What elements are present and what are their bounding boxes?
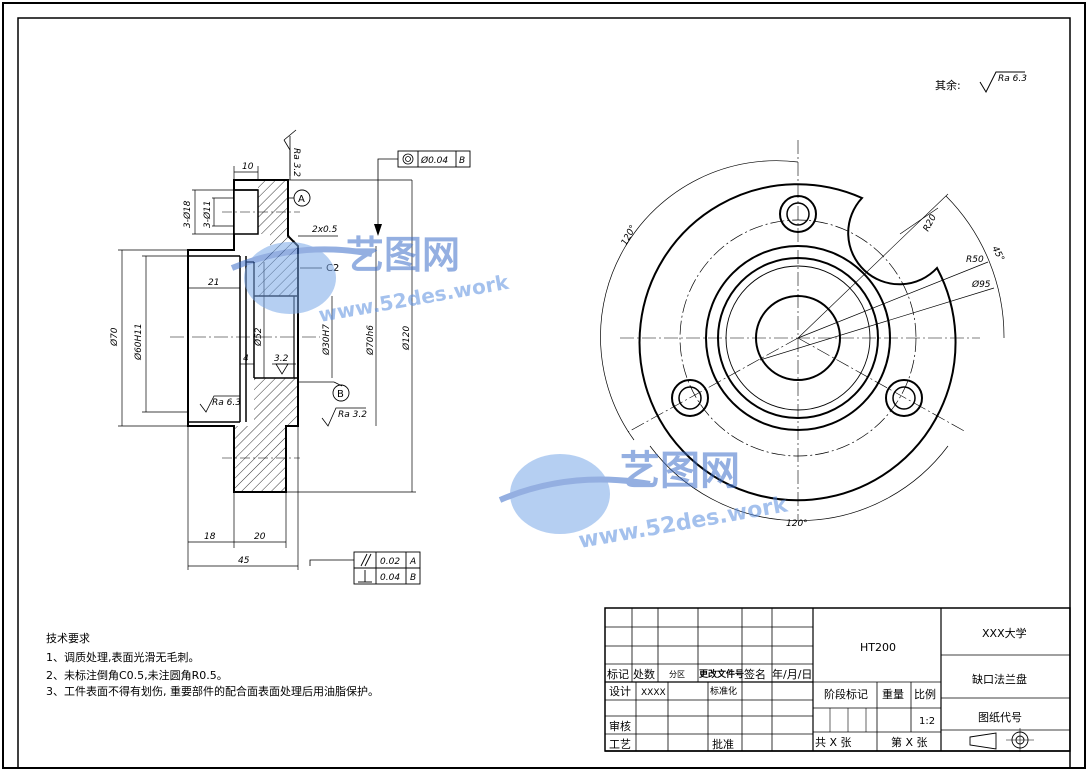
svg-text:0.04: 0.04: [380, 573, 400, 583]
svg-text:比例: 比例: [914, 687, 936, 701]
svg-text:Ø95: Ø95: [971, 279, 991, 290]
hatch-lower: [234, 378, 298, 492]
svg-text:A: A: [298, 194, 305, 205]
svg-text:批准: 批准: [712, 737, 734, 751]
svg-text:更改文件号: 更改文件号: [699, 668, 744, 680]
svg-text:艺图网: 艺图网: [346, 233, 460, 277]
svg-text:B: B: [337, 389, 344, 400]
svg-text:3.2: 3.2: [274, 354, 289, 364]
front-view: 120° 120° 45° R20 R50 Ø95: [600, 140, 1006, 529]
svg-text:签名: 签名: [744, 667, 766, 681]
svg-text:21: 21: [208, 278, 219, 288]
svg-text:0.02: 0.02: [380, 557, 400, 567]
svg-text:120°: 120°: [620, 224, 639, 248]
svg-text:工艺: 工艺: [609, 738, 631, 751]
svg-text:设计: 设计: [609, 685, 631, 698]
svg-text:Ø70h6: Ø70h6: [365, 325, 376, 356]
section-view: 10 3-Ø18 3-Ø11 Ra 3.2 A Ø0.04 B: [109, 129, 471, 585]
svg-text:45°: 45°: [989, 245, 1005, 264]
watermark-top: 艺图网 www.52des.work: [230, 233, 511, 327]
svg-text:1:2: 1:2: [919, 716, 935, 727]
svg-text:图纸代号: 图纸代号: [978, 711, 1022, 724]
inner-border: [17, 17, 1071, 769]
watermark-bottom: 艺图网 www.52des.work: [498, 448, 791, 554]
svg-text:120°: 120°: [786, 519, 808, 529]
svg-text:Ra 6.3: Ra 6.3: [212, 398, 241, 408]
svg-text:Ø0.04: Ø0.04: [420, 155, 448, 166]
svg-text:R20: R20: [922, 213, 939, 234]
svg-text:B: B: [459, 156, 465, 166]
svg-text:3、工件表面不得有划伤, 重要部件的配合面表面处理后用油脂保: 3、工件表面不得有划伤, 重要部件的配合面表面处理后用油脂保护。: [46, 684, 379, 698]
svg-text:45: 45: [238, 556, 250, 566]
svg-text:重量: 重量: [882, 687, 904, 701]
flange-outline: [638, 183, 957, 502]
svg-text:Ra 3.2: Ra 3.2: [291, 148, 301, 177]
svg-text:4: 4: [243, 354, 249, 364]
svg-text:处数: 处数: [633, 668, 655, 681]
svg-text:Ø30H7: Ø30H7: [321, 324, 332, 356]
svg-text:年/月/日: 年/月/日: [772, 667, 812, 681]
title-block: [604, 607, 1071, 752]
svg-text:艺图网: 艺图网: [620, 448, 740, 494]
svg-text:1、调质处理,表面光滑无毛刺。: 1、调质处理,表面光滑无毛刺。: [46, 650, 200, 664]
svg-text:B: B: [410, 573, 416, 583]
svg-text:Ø120: Ø120: [401, 325, 412, 351]
svg-text:技术要求: 技术要求: [46, 632, 90, 645]
title-block-text: HT200 XXX大学 缺口法兰盘 图纸代号 标记 处数 分区 更改文件号 签名…: [607, 626, 1027, 751]
tolerance-frames: 0.02 A 0.04 B: [309, 551, 421, 585]
svg-text:标记: 标记: [607, 667, 629, 681]
svg-text:XXX大学: XXX大学: [982, 626, 1027, 640]
svg-text:20: 20: [254, 532, 266, 542]
svg-text:Ra 3.2: Ra 3.2: [338, 410, 367, 420]
svg-text:R50: R50: [966, 255, 984, 265]
svg-text:3-Ø18: 3-Ø18: [182, 200, 193, 228]
svg-text:Ø60H11: Ø60H11: [133, 323, 144, 361]
svg-text:Ra 6.3: Ra 6.3: [998, 74, 1027, 84]
svg-text:XXXX: XXXX: [641, 688, 666, 698]
surface-finish-note: 其余: Ra 6.3: [935, 71, 1027, 94]
svg-text:2、未标注倒角C0.5,未注圆角R0.5。: 2、未标注倒角C0.5,未注圆角R0.5。: [46, 668, 228, 682]
svg-text:18: 18: [204, 532, 216, 542]
svg-text:10: 10: [242, 162, 254, 172]
svg-text:审核: 审核: [609, 719, 631, 733]
svg-text:Ø70: Ø70: [109, 327, 120, 347]
svg-text:第 X 张: 第 X 张: [891, 735, 928, 749]
svg-text:A: A: [409, 557, 416, 567]
svg-text:HT200: HT200: [860, 641, 896, 654]
svg-text:2x0.5: 2x0.5: [312, 225, 338, 235]
svg-text:阶段标记: 阶段标记: [824, 687, 868, 701]
technical-requirements: 技术要求 1、调质处理,表面光滑无毛刺。 2、未标注倒角C0.5,未注圆角R0.…: [46, 632, 379, 698]
svg-text:分区: 分区: [669, 670, 685, 679]
concentricity-frame: Ø0.04 B: [374, 150, 471, 236]
svg-text:标准化: 标准化: [710, 685, 737, 697]
svg-text:缺口法兰盘: 缺口法兰盘: [972, 672, 1027, 686]
svg-text:3-Ø11: 3-Ø11: [202, 200, 213, 228]
svg-text:www.52des.work: www.52des.work: [317, 270, 511, 327]
svg-text:其余:: 其余:: [935, 78, 961, 92]
svg-text:共 X 张: 共 X 张: [815, 736, 852, 749]
svg-text:Ø52: Ø52: [253, 327, 264, 347]
